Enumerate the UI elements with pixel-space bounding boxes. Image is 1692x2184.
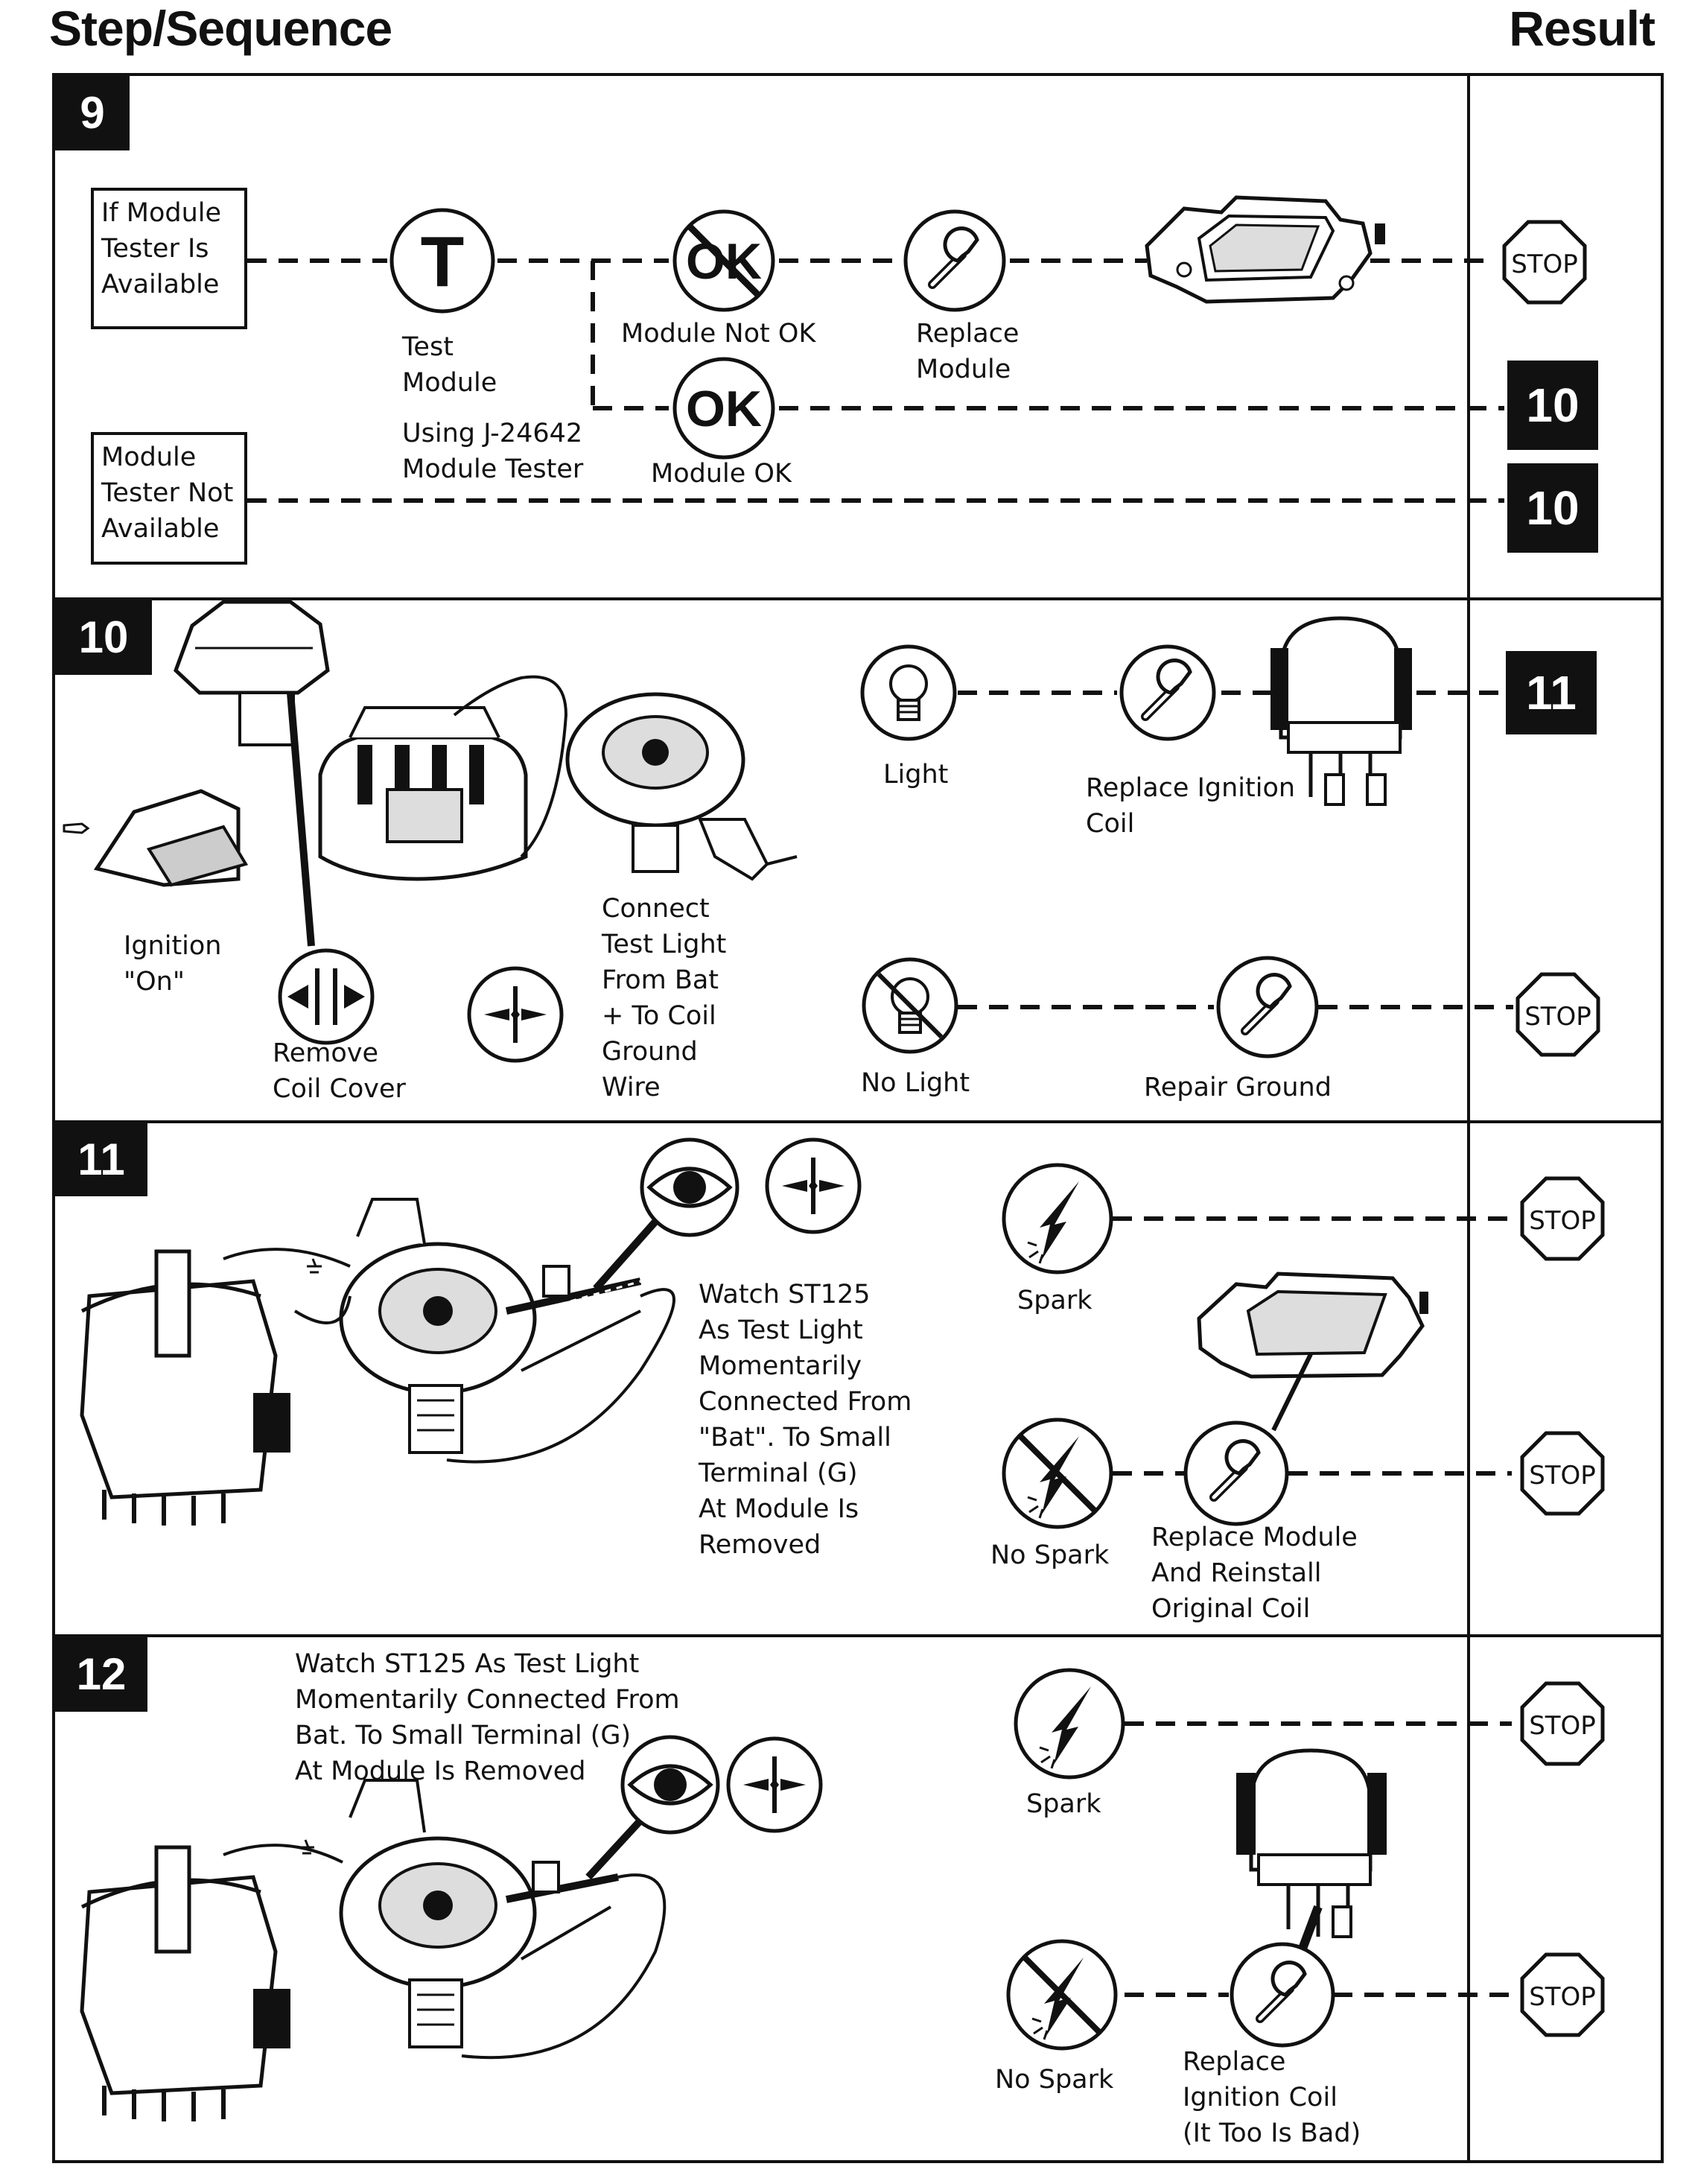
using-tester-label: Using J-24642 Module Tester xyxy=(402,419,584,484)
watch-st125-label: Watch ST125 As Test Light Momentarily Co… xyxy=(699,1280,912,1560)
stop-sign-icon: STOP xyxy=(1522,1433,1603,1514)
connect-test-light-label: Connect Test Light From Bat + To Coil Gr… xyxy=(602,894,727,1102)
result-divider xyxy=(1467,1637,1470,2160)
distributor-body-illustration xyxy=(565,692,798,881)
distributor-body-illustration xyxy=(223,1779,537,2048)
spark-label: Spark xyxy=(1017,1286,1093,1315)
spark-label: Spark xyxy=(1026,1789,1101,1819)
ignition-module-illustration xyxy=(1145,195,1385,304)
module-tester-available-box: If Module Tester Is Available xyxy=(91,188,247,329)
watch-eye-icon xyxy=(593,1137,740,1292)
replace-module-label: Replace Module xyxy=(916,319,1020,384)
svg-text:STOP: STOP xyxy=(1529,1206,1596,1236)
header-result: Result xyxy=(1509,1,1656,56)
no-spark-label: No Spark xyxy=(995,2065,1114,2095)
test-module-label: Test Module xyxy=(402,332,497,398)
ignition-switch-illustration xyxy=(63,789,249,887)
result-divider xyxy=(1467,600,1470,1120)
no-spark-icon xyxy=(1002,1418,1113,1529)
module-ok-icon: OK xyxy=(672,357,775,460)
connect-test-light-icon xyxy=(467,966,564,1063)
svg-text:STOP: STOP xyxy=(1524,1002,1591,1032)
svg-text:STOP: STOP xyxy=(1511,250,1578,279)
module-not-ok-label: Module Not OK xyxy=(621,319,816,349)
result-step-11-badge: 11 xyxy=(1506,651,1597,734)
stop-sign-icon: STOP xyxy=(1522,1683,1603,1764)
svg-text:OK: OK xyxy=(686,381,762,437)
remove-coil-cover-label: Remove Coil Cover xyxy=(273,1038,406,1104)
result-divider xyxy=(1467,76,1470,597)
remove-coil-cover-icon xyxy=(278,948,375,1045)
replace-coil-wrench-icon xyxy=(1230,1942,1335,2048)
svg-text:T: T xyxy=(421,222,465,302)
distributor-body-illustration xyxy=(223,1198,537,1454)
replace-module-reinstall-label: Replace Module And Reinstall Original Co… xyxy=(1151,1523,1358,1624)
step-10-number: 10 xyxy=(55,600,152,675)
result-divider xyxy=(1467,1123,1470,1634)
distributor-cap-illustration xyxy=(80,1249,290,1526)
stop-sign-icon: STOP xyxy=(1522,1178,1603,1259)
replace-wrench-icon xyxy=(903,209,1006,312)
replace-ignition-coil-label: Replace Ignition Coil (It Too Is Bad) xyxy=(1183,2047,1361,2148)
stop-sign-icon: STOP xyxy=(1518,974,1598,1055)
watch-eye-icon xyxy=(585,1735,720,1880)
module-not-ok-icon: OK xyxy=(672,209,775,312)
connect-test-light-icon xyxy=(765,1137,862,1234)
connector-lines xyxy=(247,258,1513,1997)
result-step-10-badge: 10 xyxy=(1507,361,1598,450)
test-light-probe-illustration xyxy=(461,1861,667,2060)
replace-coil-wrench-icon xyxy=(1119,644,1216,741)
ignition-coil-illustration xyxy=(1236,1748,1387,1969)
distributor-cap-illustration xyxy=(80,1845,290,2121)
connect-test-light-icon xyxy=(726,1736,823,1833)
step-11-panel: 11 xyxy=(52,1120,1664,1634)
watch-st125-label: Watch ST125 As Test Light Momentarily Co… xyxy=(295,1649,680,1786)
test-light-probe-illustration xyxy=(446,1265,675,1464)
ignition-coil-illustration xyxy=(1270,616,1412,806)
repair-ground-label: Repair Ground xyxy=(1144,1073,1332,1102)
light-bulb-icon xyxy=(860,644,957,741)
svg-text:STOP: STOP xyxy=(1529,1711,1596,1741)
svg-text:STOP: STOP xyxy=(1529,1982,1596,2012)
ignition-on-label: Ignition "On" xyxy=(124,931,222,997)
replace-module-wrench-icon xyxy=(1183,1420,1289,1526)
ignition-module-illustration xyxy=(1197,1272,1428,1432)
stop-sign-icon: STOP xyxy=(1504,222,1585,302)
header-step-sequence: Step/Sequence xyxy=(49,1,392,56)
coil-cover-illustration xyxy=(174,600,330,947)
module-ok-label: Module OK xyxy=(651,459,792,489)
step-12-panel: 12 xyxy=(52,1634,1664,2163)
step-10-panel: 10 xyxy=(52,597,1664,1120)
no-spark-icon xyxy=(1006,1939,1118,2051)
step-12-number: 12 xyxy=(55,1637,147,1712)
test-icon: T xyxy=(389,208,495,314)
stop-sign-icon: STOP xyxy=(1522,1955,1603,2035)
step-9-number: 9 xyxy=(55,76,130,150)
spark-icon xyxy=(1014,1668,1125,1780)
module-tester-not-available-box: Module Tester Not Available xyxy=(91,432,247,565)
repair-ground-wrench-icon xyxy=(1216,956,1319,1058)
replace-ignition-coil-label: Replace Ignition Coil xyxy=(1086,773,1296,839)
step-9-panel: 9 xyxy=(52,73,1664,597)
no-light-icon xyxy=(862,957,958,1054)
no-light-label: No Light xyxy=(861,1068,970,1098)
spark-icon xyxy=(1002,1163,1113,1274)
light-label: Light xyxy=(883,760,949,790)
svg-text:STOP: STOP xyxy=(1529,1461,1596,1491)
no-spark-label: No Spark xyxy=(990,1540,1110,1570)
result-step-10-badge: 10 xyxy=(1507,463,1598,553)
step-11-number: 11 xyxy=(55,1123,147,1196)
distributor-cap-illustration xyxy=(318,675,568,881)
